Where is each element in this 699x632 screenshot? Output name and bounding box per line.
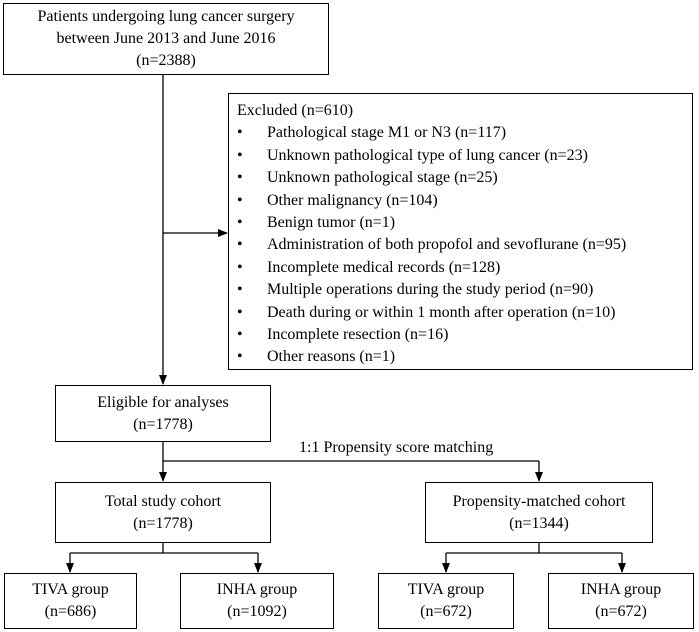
patients-line1: Patients undergoing lung cancer surgery: [37, 8, 295, 25]
excluded-reason: Benign tumor (n=1): [237, 212, 626, 235]
excluded-reason: Incomplete medical records (n=128): [237, 257, 626, 280]
total-inha-box: INHA group (n=1092): [180, 573, 334, 629]
eligible-title: Eligible for analyses: [97, 393, 229, 411]
matched-inha-count: (n=672): [595, 603, 647, 620]
matched-cohort-box: Propensity-matched cohort (n=1344): [425, 482, 653, 543]
eligible-box: Eligible for analyses (n=1778): [55, 385, 271, 442]
matched-cohort-count: (n=1344): [509, 514, 569, 532]
excluded-reason: Unknown pathological type of lung cancer…: [237, 145, 626, 168]
matched-tiva-title: TIVA group: [407, 581, 485, 598]
total-tiva-box: TIVA group (n=686): [4, 573, 137, 629]
eligible-count: (n=1778): [133, 415, 193, 433]
matched-inha-title: INHA group: [580, 581, 662, 598]
excluded-reason: Other malignancy (n=104): [237, 190, 626, 213]
matched-inha-box: INHA group (n=672): [548, 573, 694, 629]
patients-line2: between June 2013 and June 2016: [56, 30, 276, 47]
patients-box: Patients undergoing lung cancer surgery …: [3, 3, 329, 75]
excluded-reason: Incomplete resection (n=16): [237, 324, 626, 347]
total-inha-title: INHA group: [216, 581, 298, 598]
matched-tiva-count: (n=672): [420, 603, 472, 620]
total-tiva-title: TIVA group: [32, 581, 109, 598]
total-tiva-count: (n=686): [44, 603, 97, 620]
excluded-reason: Pathological stage M1 or N3 (n=117): [237, 122, 626, 145]
total-cohort-box: Total study cohort (n=1778): [55, 482, 271, 543]
excluded-reason: Administration of both propofol and sevo…: [237, 234, 626, 257]
excluded-reason: Unknown pathological stage (n=25): [237, 167, 626, 190]
excluded-title: Excluded (n=610): [237, 102, 354, 119]
patients-count: (n=2388): [136, 52, 196, 69]
matching-label: 1:1 Propensity score matching: [299, 439, 494, 456]
excluded-reason: Other reasons (n=1): [237, 346, 626, 369]
excluded-reason: Multiple operations during the study per…: [237, 279, 626, 302]
excluded-box: Excluded (n=610) Pathological stage M1 o…: [228, 93, 693, 370]
matched-tiva-box: TIVA group (n=672): [378, 573, 514, 629]
total-cohort-count: (n=1778): [133, 514, 193, 532]
total-inha-count: (n=1092): [227, 603, 287, 620]
excluded-reasons-list: Pathological stage M1 or N3 (n=117) Unkn…: [237, 122, 626, 369]
matched-cohort-title: Propensity-matched cohort: [452, 492, 626, 510]
total-cohort-title: Total study cohort: [104, 492, 222, 510]
excluded-reason: Death during or within 1 month after ope…: [237, 302, 626, 325]
